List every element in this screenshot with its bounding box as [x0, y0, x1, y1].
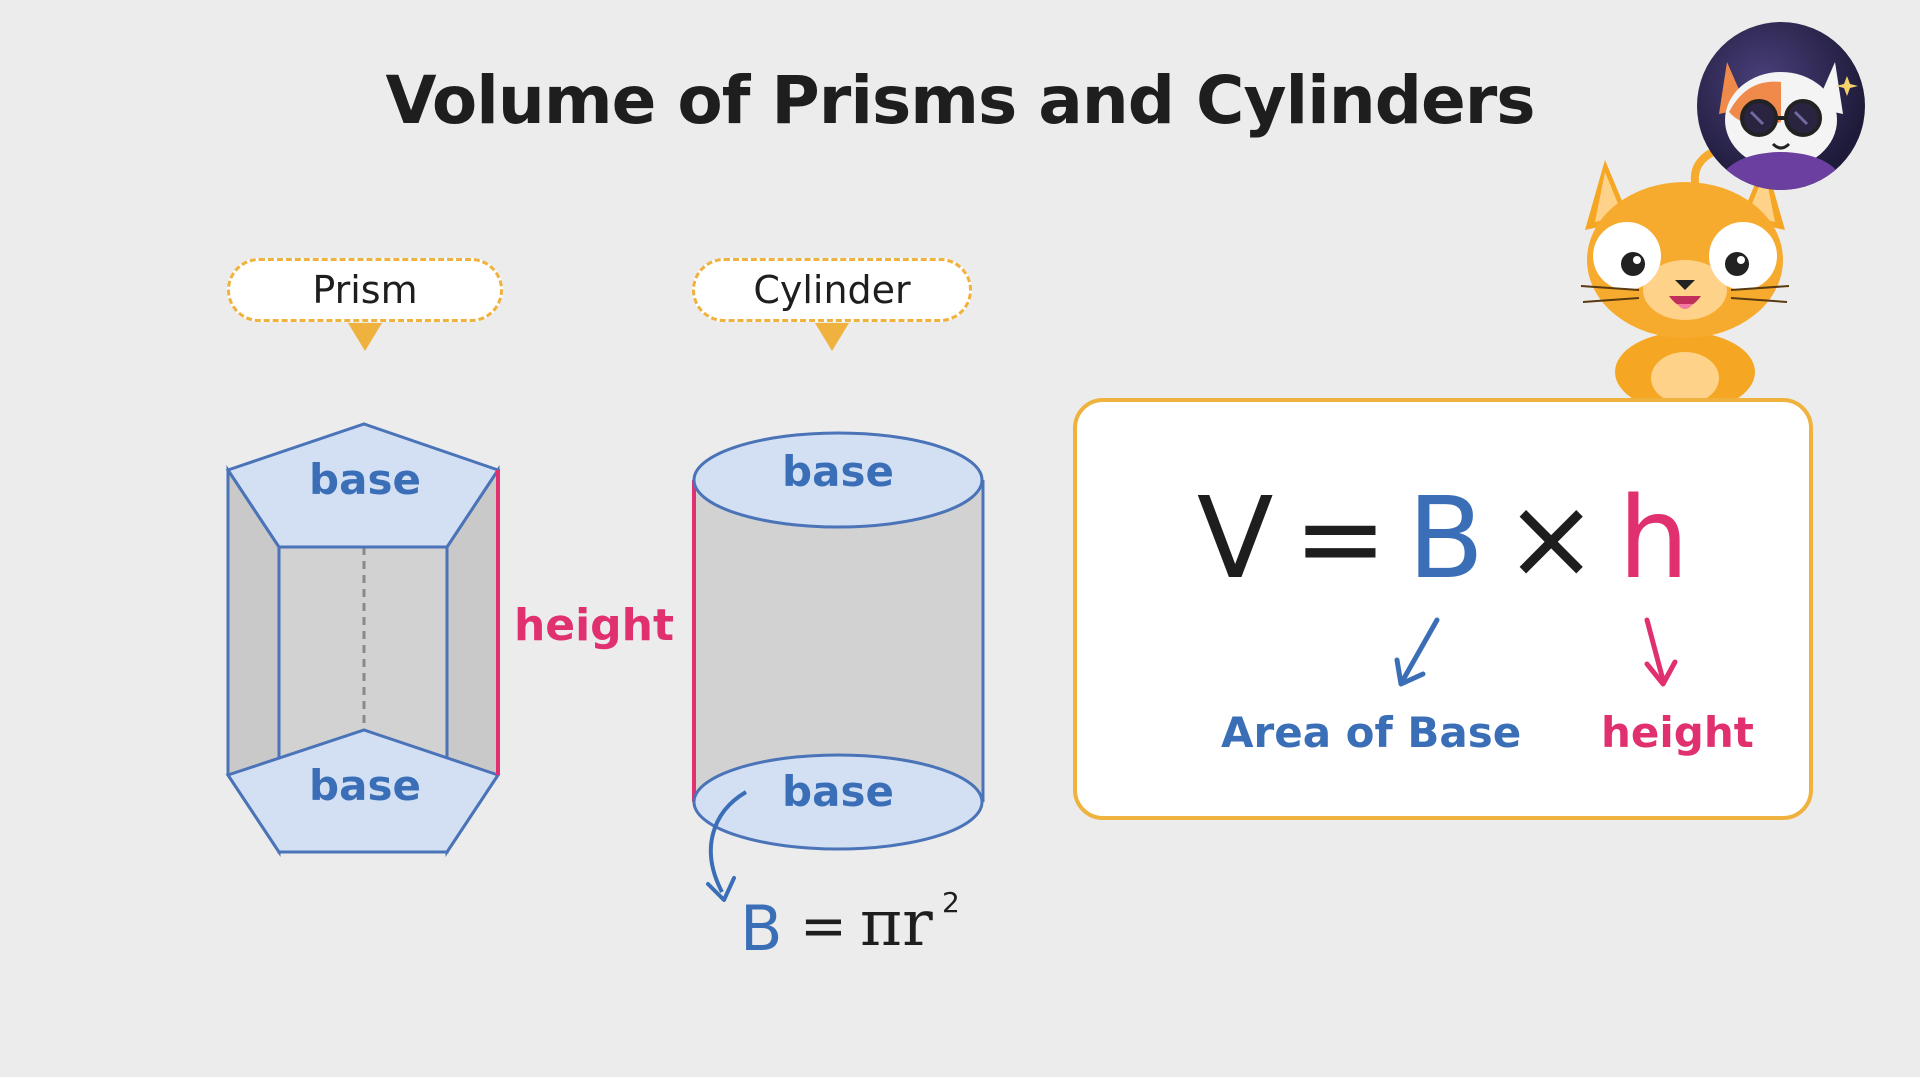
- formula-equals: =: [1293, 474, 1388, 604]
- avatar-cat-sunglasses-icon: [1719, 62, 1858, 190]
- cyl-formula-b: B: [740, 892, 783, 965]
- formula-b: B: [1407, 474, 1485, 604]
- avatar: [1697, 22, 1865, 190]
- prism-label: Prism: [312, 268, 418, 312]
- volume-formula: V=B×h: [1077, 474, 1809, 604]
- cyl-formula-exponent: 2: [942, 886, 960, 919]
- prism-top-base-label: base: [309, 455, 421, 504]
- cylinder-label: Cylinder: [753, 268, 911, 312]
- cyl-formula-pi-r: πr: [860, 887, 933, 961]
- formula-card: V=B×h Area of Base height: [1073, 398, 1813, 820]
- arrow-to-area-icon: [1400, 617, 1440, 683]
- formula-h: h: [1618, 474, 1690, 604]
- page-title: Volume of Prisms and Cylinders: [385, 62, 1535, 139]
- cylinder-top-base-label: base: [782, 447, 894, 496]
- cylinder-bottom-base-label: base: [782, 767, 894, 816]
- prism-tag: Prism: [227, 258, 503, 322]
- formula-v: V: [1196, 474, 1274, 604]
- area-of-base-label: Area of Base: [1221, 708, 1522, 757]
- cyl-formula-equals: =: [800, 894, 847, 959]
- prism-bottom-base-label: base: [309, 761, 421, 810]
- formula-arrows: [1394, 617, 1678, 687]
- prism-shape: [225, 422, 501, 857]
- cylinder-shape: [692, 431, 985, 851]
- formula-height-label: height: [1601, 708, 1754, 757]
- arrow-to-height-icon: [1644, 617, 1666, 683]
- curved-arrow-icon: [708, 790, 748, 893]
- height-label: height: [514, 600, 674, 651]
- orange-cat-mascot-icon: [1580, 146, 1790, 402]
- formula-times: ×: [1504, 474, 1599, 604]
- cylinder-tag: Cylinder: [692, 258, 972, 322]
